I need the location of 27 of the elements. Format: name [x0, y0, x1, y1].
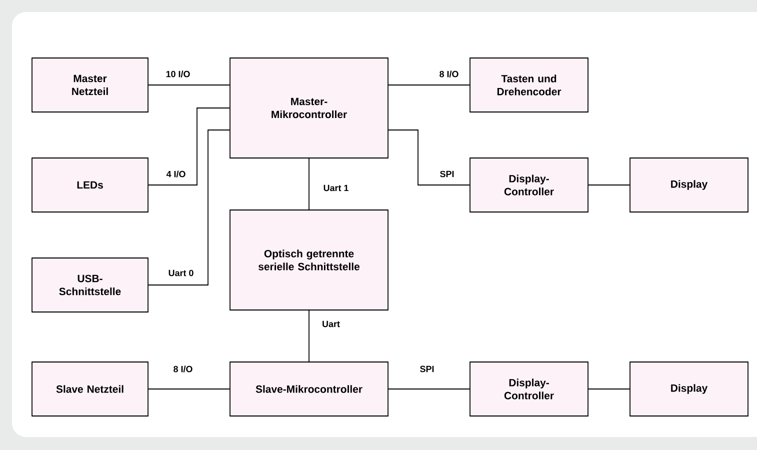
connector-line	[588, 388, 630, 390]
block-box: Master-Mikrocontroller	[230, 58, 388, 158]
block-box: Optisch getrennte serielle Schnittstelle	[230, 210, 388, 310]
block-box: USB-Schnittstelle	[32, 258, 148, 312]
block-box: Slave-Mikrocontroller	[230, 362, 388, 416]
block-box: LEDs	[32, 158, 148, 212]
block-box: Slave Netzteil	[32, 362, 148, 416]
block-box: Display-Controller	[470, 158, 588, 212]
connector-line	[388, 84, 470, 86]
connector-line	[148, 84, 230, 86]
connector-line	[148, 388, 230, 390]
connector-line	[588, 184, 630, 186]
block-box: Display	[630, 158, 748, 212]
connector-line	[148, 130, 230, 286]
edge-label: 4 I/O	[165, 170, 187, 178]
connector-line	[148, 108, 230, 186]
connector-line	[308, 158, 310, 210]
connector-line	[388, 130, 470, 186]
connector-line	[308, 310, 310, 362]
edge-label: 10 I/O	[164, 70, 192, 78]
block-box: Master Netzteil	[32, 58, 148, 112]
edge-label: 8 I/O	[438, 70, 460, 78]
connector-line	[388, 388, 470, 390]
edge-label: 8 I/O	[172, 364, 194, 374]
block-box: Display	[630, 362, 748, 416]
block-box: Tasten und Drehencoder	[470, 58, 588, 112]
block-box: Display-Controller	[470, 362, 588, 416]
